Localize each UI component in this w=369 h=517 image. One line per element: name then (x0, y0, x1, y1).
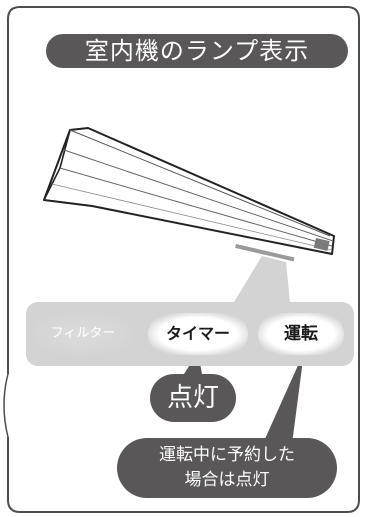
filter-lamp: フィルター (32, 313, 134, 355)
lamp-beam (234, 256, 290, 302)
timer-lit-callout: 点灯 (150, 374, 236, 422)
lamp-strip (235, 243, 295, 262)
panel-frame (7, 6, 360, 513)
reserve-callout-tail (260, 352, 304, 450)
timer-lamp: タイマー (148, 313, 248, 355)
indoor-unit-illustration (43, 127, 335, 262)
callout-line-2: 場合は点灯 (184, 470, 270, 490)
operation-reserve-callout: 運転中に予約した 場合は点灯 (117, 438, 337, 498)
operation-lamp: 運転 (258, 313, 344, 355)
callout-line-1: 運転中に予約した (159, 445, 295, 465)
receiver-window (313, 237, 330, 251)
frame-notch (3, 373, 9, 438)
title-pill: 室内機のランプ表示 (46, 34, 348, 68)
